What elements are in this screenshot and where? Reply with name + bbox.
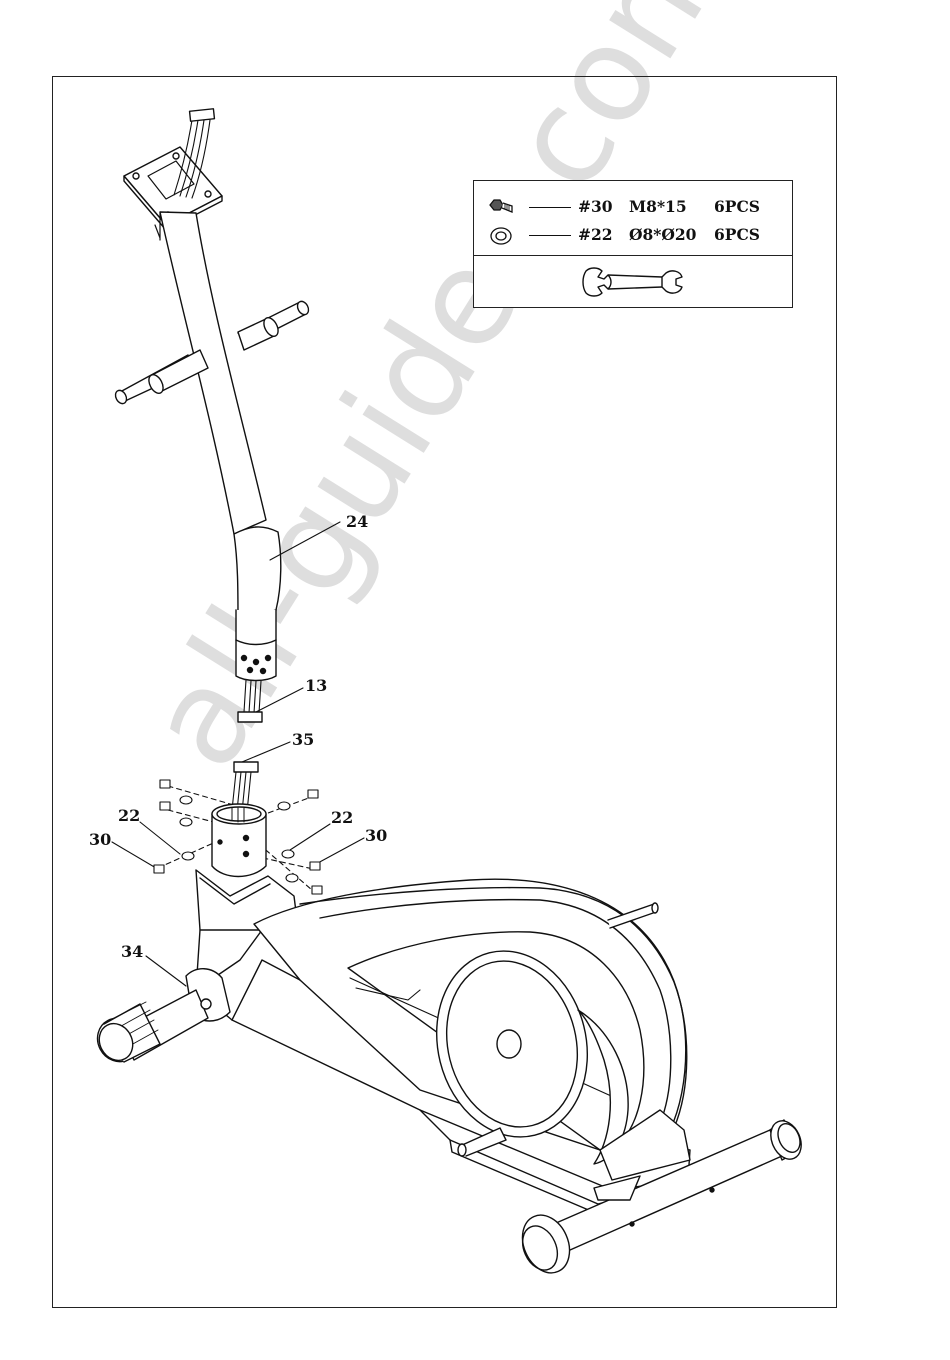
wrench-icon <box>582 263 686 301</box>
callout-30-right: 30 <box>365 826 387 845</box>
parts-row-washer: #22 Ø8*Ø20 6PCS <box>474 223 792 247</box>
callout-34: 34 <box>121 942 143 961</box>
part-qty: 6PCS <box>714 197 760 216</box>
washer-icon <box>488 225 514 247</box>
callout-22-left: 22 <box>118 806 140 825</box>
leader-dash <box>529 235 571 236</box>
main-frame <box>90 870 807 1280</box>
hardware-parts-box: #30 M8*15 6PCS #22 Ø8*Ø20 6PCS <box>473 180 793 308</box>
callout-24: 24 <box>346 512 368 531</box>
part-number: #30 <box>578 197 613 216</box>
callout-35: 35 <box>292 730 314 749</box>
parts-divider <box>474 255 792 256</box>
part-number: #22 <box>578 225 613 244</box>
part-spec: M8*15 <box>629 197 687 216</box>
callout-30-left: 30 <box>89 830 111 849</box>
parts-row-bolt: #30 M8*15 6PCS <box>474 195 792 219</box>
part-spec: Ø8*Ø20 <box>629 225 696 244</box>
part-qty: 6PCS <box>714 225 760 244</box>
callout-13: 13 <box>305 676 327 695</box>
callout-22-right: 22 <box>331 808 353 827</box>
upright-post-24 <box>113 109 310 722</box>
leader-dash <box>529 207 571 208</box>
receiver-tube <box>212 762 266 877</box>
bolt-icon <box>488 197 514 219</box>
